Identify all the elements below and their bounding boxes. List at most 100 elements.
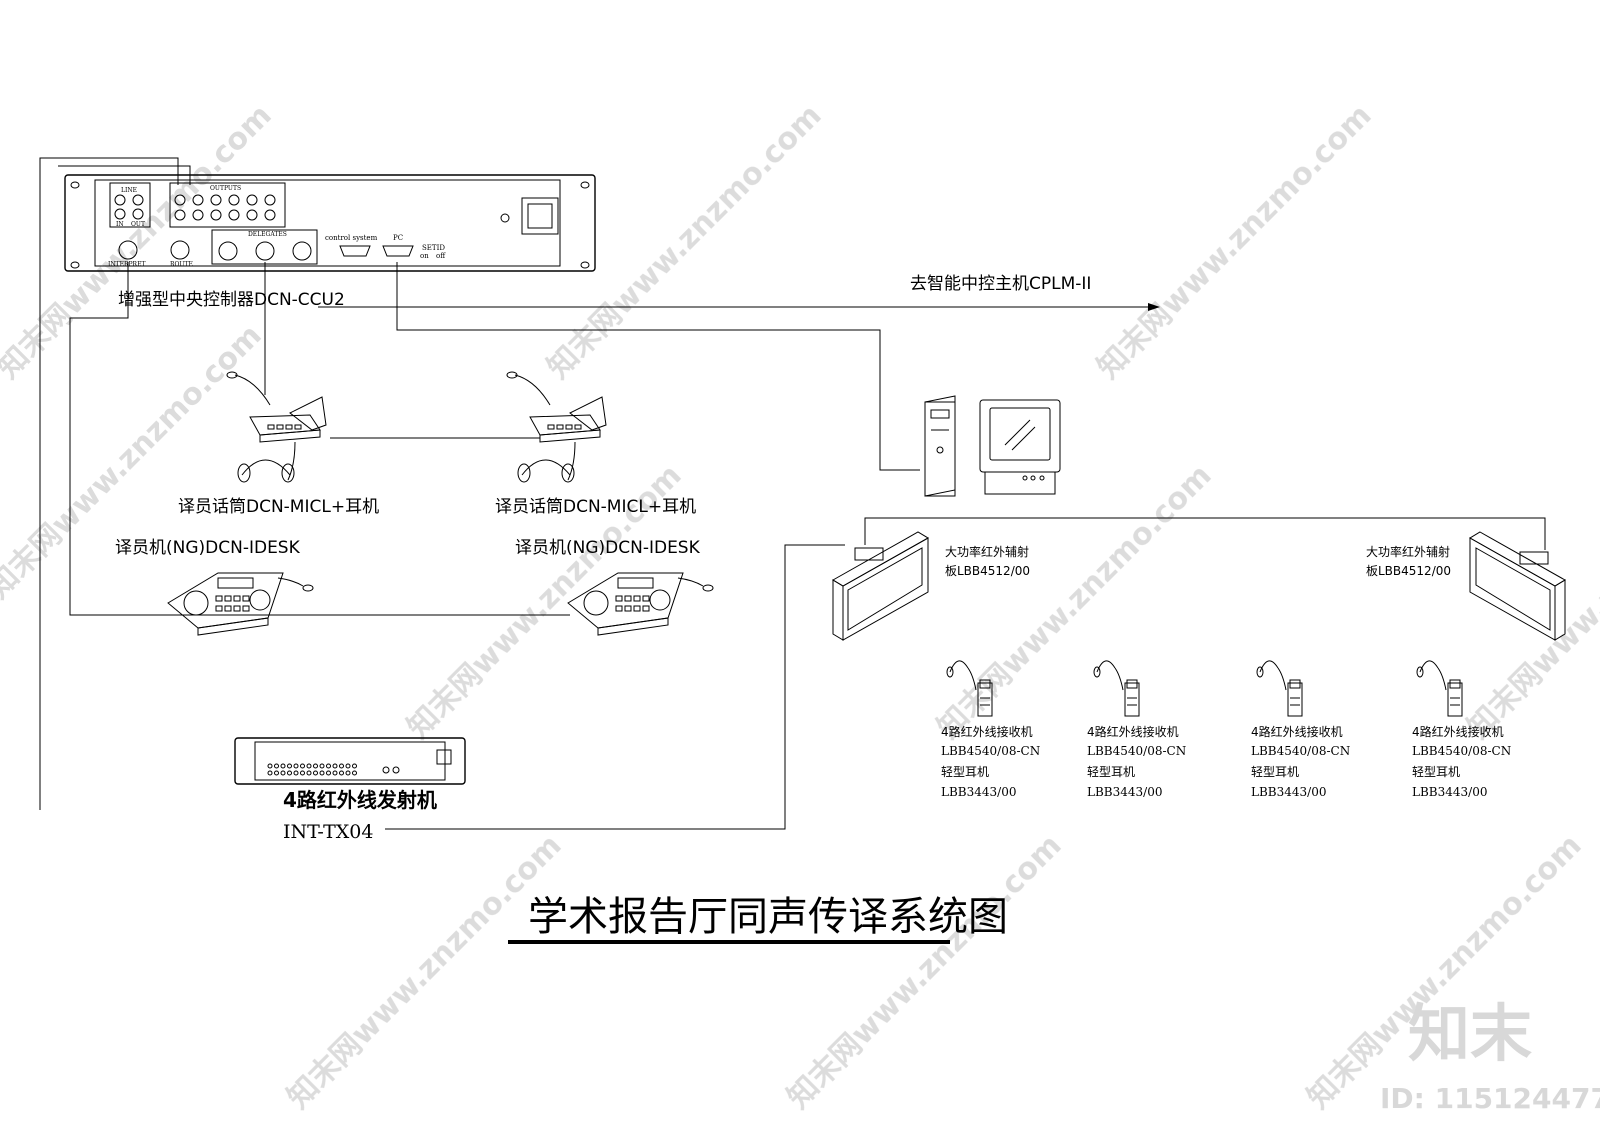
- delegates-connector: [218, 241, 238, 261]
- receiver-1-line2: LBB4540/08-CN: [941, 744, 1040, 758]
- off-label: off: [436, 252, 446, 260]
- receiver-3-line3: 轻型耳机: [1251, 765, 1299, 779]
- monitor-base: [984, 471, 1056, 495]
- led-dot: [274, 770, 279, 776]
- receiver-body-icon: [977, 682, 993, 717]
- wire-interpret-desk1: [69, 262, 180, 616]
- led-dot: [274, 763, 279, 769]
- ccu-label: 增强型中央控制器DCN-CCU2: [118, 290, 345, 310]
- led-dot: [352, 770, 357, 776]
- watermark-text: 知末网www.znzmo.com: [931, 458, 1219, 746]
- outputs-box: [169, 182, 286, 228]
- led-dot: [293, 770, 299, 776]
- led-dot: [287, 763, 292, 769]
- power-socket-inner: [527, 203, 553, 229]
- id-watermark: ID: 1151244773: [1380, 1082, 1600, 1115]
- desk-label-1: 译员机(NG)DCN-IDESK: [115, 538, 301, 558]
- led-dot: [306, 763, 312, 769]
- pc-port: [382, 245, 414, 257]
- receiver-4-line4: LBB3443/00: [1412, 785, 1487, 799]
- receiver-unit: [1416, 660, 1463, 717]
- control-system-port: [339, 245, 371, 257]
- radiator-mount: [854, 547, 884, 561]
- outputs-jacks: [174, 194, 276, 221]
- interpret-connector: [118, 240, 138, 260]
- led-dot: [280, 763, 286, 769]
- led-dot: [332, 770, 338, 776]
- delegates-connector: [255, 241, 275, 261]
- tx-connector: [382, 766, 390, 774]
- mic-head-icon: [702, 584, 714, 592]
- tx-power-socket: [436, 749, 452, 765]
- receivers: [946, 660, 1463, 717]
- outputs-label: OUTPUTS: [210, 185, 241, 192]
- receiver-body-icon: [1124, 682, 1140, 717]
- rca-jack: [114, 208, 126, 220]
- led-dot: [326, 770, 331, 776]
- drive-bay: [930, 409, 950, 419]
- receiver-2-line2: LBB4540/08-CN: [1087, 744, 1186, 758]
- radiator-label-1a: 大功率红外辅射: [945, 544, 1029, 559]
- route-label: ROUTE: [170, 261, 193, 268]
- led-dot: [319, 763, 325, 769]
- receiver-1-line4: LBB3443/00: [941, 785, 1016, 799]
- knob-icon: [649, 589, 671, 611]
- led-dot: [267, 770, 273, 776]
- receiver-4-line3: 轻型耳机: [1412, 765, 1460, 779]
- pc-tower-side: [924, 395, 956, 497]
- desk-display: [217, 577, 254, 589]
- headphones-icon: [1096, 660, 1116, 673]
- receiver-body-icon: [1287, 682, 1303, 717]
- rack-hole: [580, 181, 590, 189]
- setid-label: SETID: [422, 244, 445, 252]
- speaker-icon: [583, 590, 609, 616]
- transmitter-label-2: INT-TX04: [283, 821, 373, 843]
- receiver-2-line3: 轻型耳机: [1087, 765, 1135, 779]
- receiver-2-line4: LBB3443/00: [1087, 785, 1162, 799]
- rack-hole: [70, 181, 80, 189]
- mic-head-icon: [506, 371, 518, 379]
- ccu-unit: LINE IN OUT OUTPUTS INTERPRET ROUTE DELE…: [64, 174, 596, 272]
- mic-label-1: 译员话筒DCN-MICL+耳机: [178, 497, 379, 517]
- receiver-unit: [1093, 660, 1140, 717]
- transmitter-chassis: [234, 737, 466, 785]
- transmitter-label-1: 4路红外线发射机: [283, 788, 437, 812]
- radiator-mount: [1519, 551, 1549, 565]
- receiver-4-line1: 4路红外线接收机: [1412, 724, 1504, 739]
- mic-base: [249, 414, 321, 436]
- wire-tx-radiator: [385, 544, 845, 830]
- desk-display: [617, 577, 654, 589]
- delegates-connector: [292, 241, 312, 261]
- watermark-text: 知末网www.znzmo.com: [1301, 828, 1589, 1116]
- interpret-label: INTERPRET: [108, 261, 145, 268]
- receiver-1-line3: 轻型耳机: [941, 765, 989, 779]
- receiver-unit: [946, 660, 993, 717]
- delegates-box: [211, 229, 318, 265]
- watermark-text: 知末网www.znzmo.com: [281, 828, 569, 1116]
- ground-icon: [500, 213, 510, 223]
- led-dot: [332, 763, 338, 769]
- led-dot: [352, 763, 357, 769]
- led-dot: [313, 763, 318, 769]
- watermark-text: 知末网www.znzmo.com: [1091, 98, 1379, 386]
- mic-base: [529, 414, 601, 436]
- rack-hole: [70, 261, 80, 269]
- computer: [924, 395, 1061, 497]
- led-dot: [300, 770, 305, 776]
- interpreter-desks: [167, 572, 714, 636]
- interpreter-mics: [226, 371, 607, 483]
- mic-head-icon: [302, 584, 314, 592]
- ccu-chassis: [64, 174, 596, 272]
- led-dot: [280, 770, 286, 776]
- receiver-1-line1: 4路红外线接收机: [941, 724, 1033, 739]
- on-label: on: [420, 252, 429, 260]
- knob-icon: [249, 589, 271, 611]
- led-dot: [339, 770, 344, 776]
- mic-display: [569, 396, 607, 431]
- interpreter-mic-unit: [506, 371, 607, 483]
- watermark-text: 知末网www.znzmo.com: [541, 98, 829, 386]
- interpreter-mic-unit: [226, 371, 327, 483]
- wire-pc-computer: [396, 262, 920, 471]
- led-dot: [319, 770, 325, 776]
- led-dot: [293, 763, 299, 769]
